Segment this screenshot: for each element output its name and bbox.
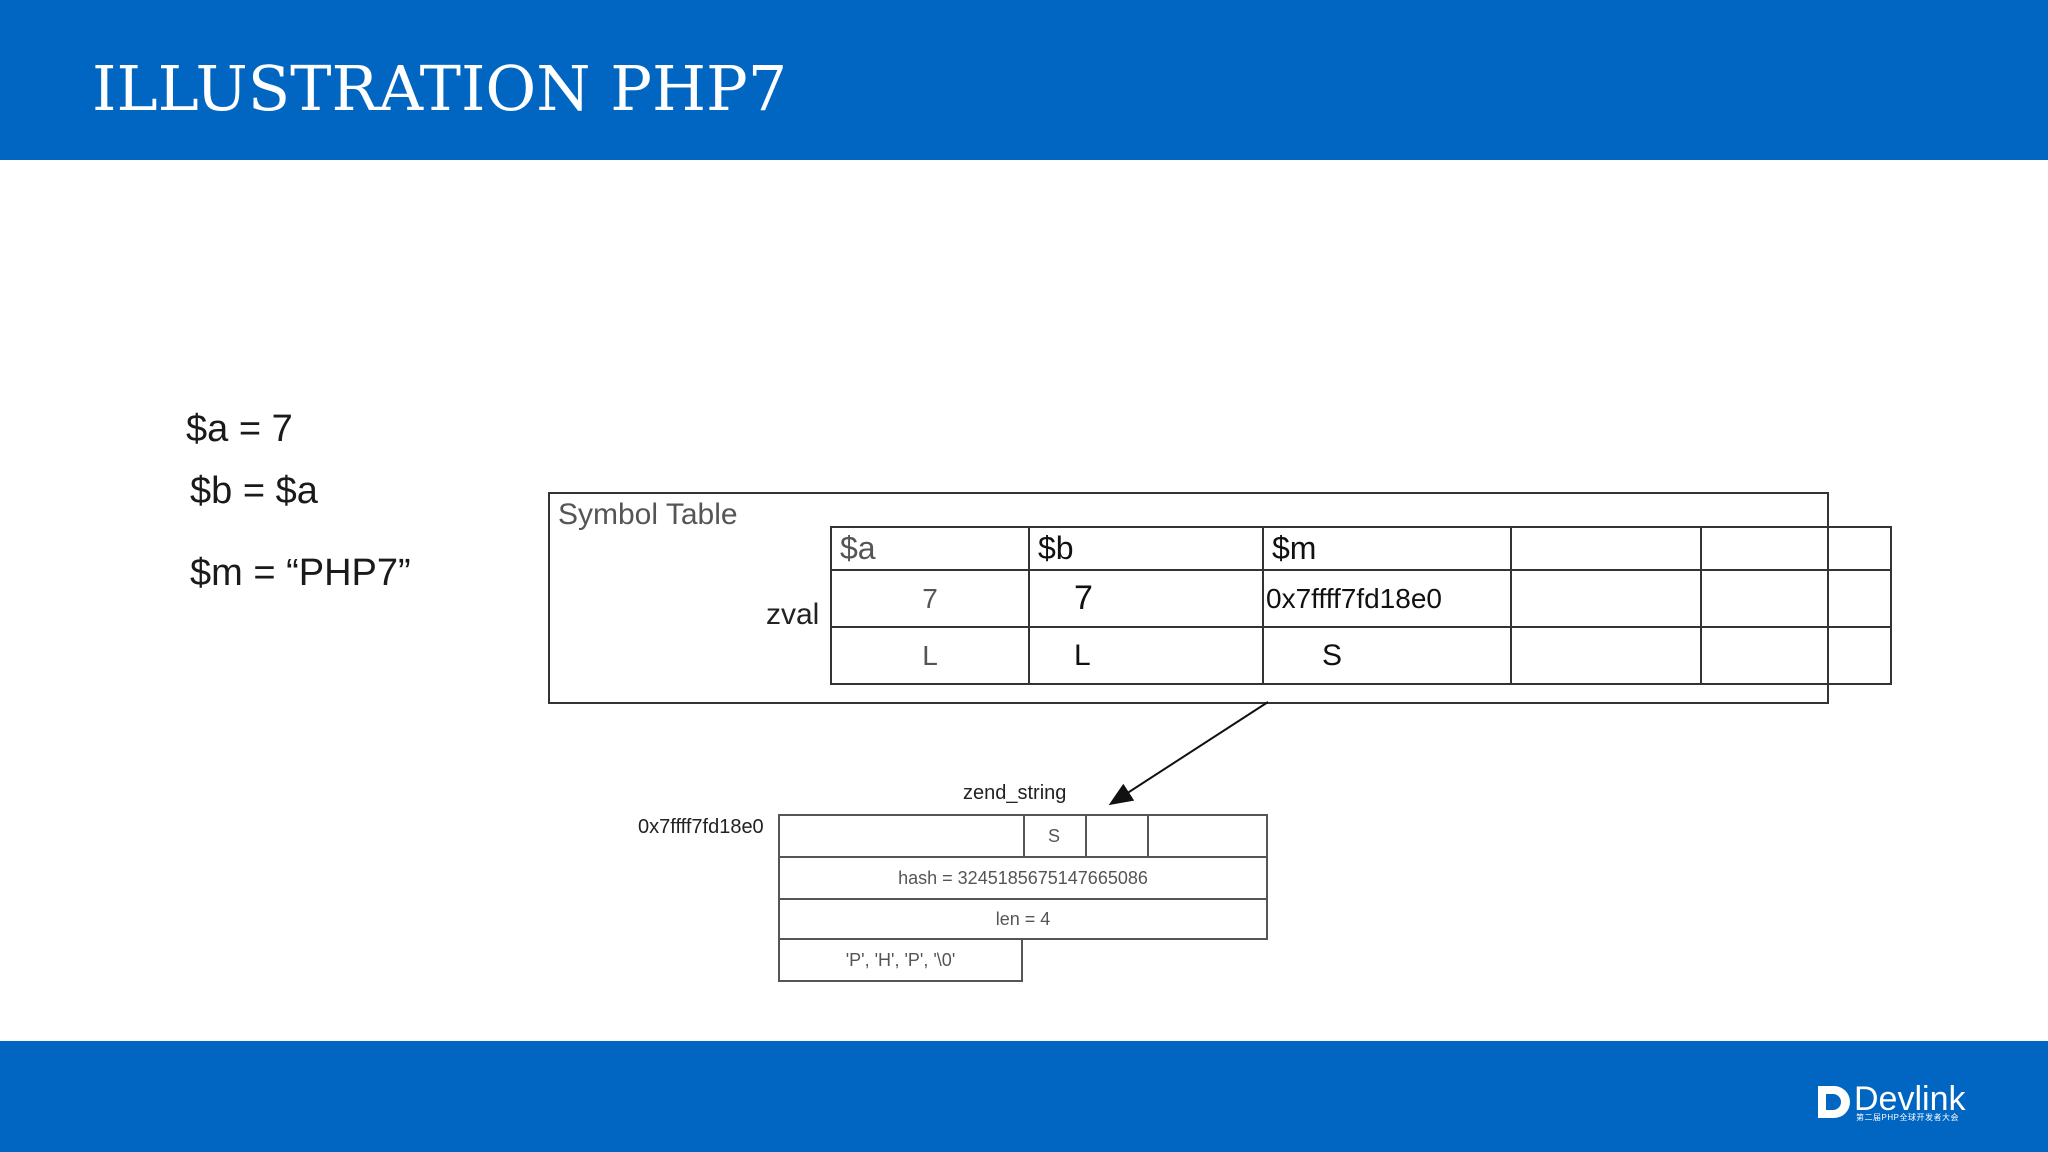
cell-divider — [1147, 816, 1149, 856]
footer-bar — [0, 1041, 2048, 1152]
cell-divider — [1085, 816, 1087, 856]
code-line-a: $a = 7 — [186, 408, 293, 450]
code-line-m: $m = “PHP7” — [190, 552, 411, 594]
sym-name-cell — [1510, 526, 1702, 571]
brand-name: Devlink — [1854, 1080, 1966, 1118]
zval-type-cell: L — [1028, 626, 1264, 685]
zend-string-header-row: S — [778, 814, 1268, 858]
brand-subtitle: 第二届PHP全球开发者大会 — [1856, 1113, 1959, 1122]
zval-value-cell: 0x7ffff7fd18e0 — [1262, 569, 1512, 628]
sym-name-cell: $m — [1262, 526, 1512, 571]
table-row-names: $a $b $m — [830, 526, 1892, 571]
symbol-table-grid: $a $b $m 7 7 0x7ffff7fd18e0 L L S — [830, 526, 1892, 685]
zval-value-cell: 7 — [830, 569, 1030, 628]
sym-name-cell: $a — [830, 526, 1030, 571]
sym-name-cell — [1700, 526, 1892, 571]
cell-divider — [1023, 816, 1025, 856]
zval-value-cell — [1700, 569, 1892, 628]
zend-string-hash: hash = 3245185675147665086 — [778, 856, 1268, 900]
table-row-values: 7 7 0x7ffff7fd18e0 — [830, 569, 1892, 628]
symbol-table-label: Symbol Table — [558, 498, 738, 531]
code-line-b: $b = $a — [190, 470, 318, 512]
zval-value-cell: 7 — [1028, 569, 1264, 628]
zval-type-cell: S — [1262, 626, 1512, 685]
sym-name-cell: $b — [1028, 526, 1264, 571]
header-bar: ILLUSTRATION PHP7 — [0, 0, 2048, 160]
slide-title: ILLUSTRATION PHP7 — [92, 52, 788, 125]
zval-type-cell — [1700, 626, 1892, 685]
zval-label: zval — [766, 598, 820, 631]
zend-string-flag: S — [1047, 826, 1060, 846]
devlink-logo-icon — [1818, 1086, 1850, 1118]
table-row-types: L L S — [830, 626, 1892, 685]
zval-type-cell — [1510, 626, 1702, 685]
zend-string-len: len = 4 — [778, 898, 1268, 940]
zval-type-cell: L — [830, 626, 1030, 685]
zend-string-label: zend_string — [963, 782, 1067, 804]
zend-string-address: 0x7ffff7fd18e0 — [638, 816, 764, 838]
zval-value-cell — [1510, 569, 1702, 628]
devlink-logo: Devlink 第二届PHP全球开发者大会 — [1816, 1080, 1976, 1126]
zend-string-val: 'P', 'H', 'P', '\0' — [778, 938, 1023, 982]
